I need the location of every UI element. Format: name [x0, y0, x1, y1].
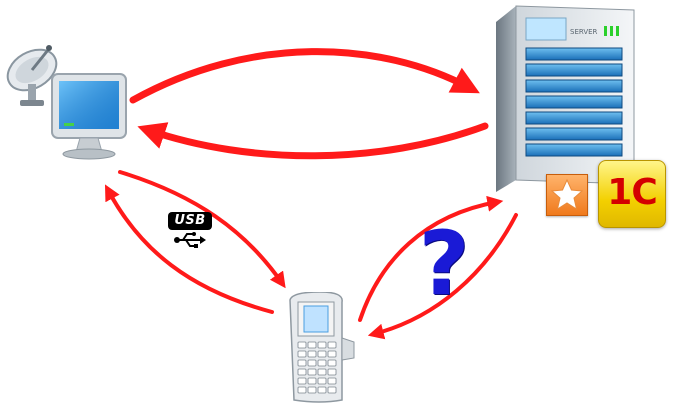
server-status-leds	[604, 26, 619, 36]
arrow-server-to-scanner	[367, 213, 518, 340]
usb-icon	[174, 232, 206, 248]
usb-connection-badge: USB	[168, 212, 214, 248]
unknown-link-question-mark: ?	[418, 212, 470, 315]
star-icon	[550, 178, 584, 211]
arrow-scanner-to-server	[358, 195, 504, 322]
arrow-server-to-pc	[137, 122, 489, 160]
arrow-scanner-to-pc	[104, 184, 274, 314]
one-c-logo-text: 1С	[607, 172, 657, 213]
server-brand-text: SERVER	[570, 28, 598, 36]
server-drive-bays	[525, 47, 623, 157]
workstation-computer	[6, 45, 127, 160]
arrow-pc-to-server	[129, 48, 480, 104]
handheld-scanner	[289, 292, 355, 403]
star-badge	[546, 174, 588, 216]
scanner-keypad	[297, 341, 337, 394]
server-tower: SERVER	[496, 5, 635, 192]
satellite-dish-icon	[6, 45, 58, 106]
one-c-badge: 1С	[598, 160, 666, 228]
monitor-icon	[51, 73, 127, 160]
arrow-pc-to-scanner	[118, 170, 286, 289]
usb-label: USB	[168, 212, 212, 230]
